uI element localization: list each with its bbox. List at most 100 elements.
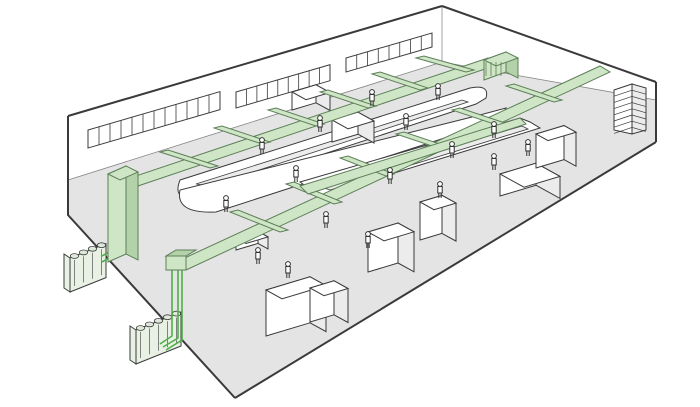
production-machine (330, 111, 376, 144)
worker-figure (437, 181, 443, 198)
back-wall-top-left (67, 5, 443, 117)
coolant-pipe (159, 268, 173, 345)
floor-back-line (67, 61, 443, 181)
worker-body (387, 172, 393, 180)
chiller-fan (96, 242, 107, 249)
ahu-front (107, 165, 127, 263)
worker-body (525, 144, 531, 152)
rack-shelf (631, 96, 647, 101)
worker-body (223, 200, 229, 208)
ahu-top (106, 165, 140, 181)
worker-body (437, 186, 443, 194)
hvac-supply-duct (284, 181, 344, 205)
chiller-fan (135, 325, 146, 331)
worker-body (491, 126, 497, 134)
worker-head (369, 89, 375, 95)
chiller-fan (87, 246, 98, 252)
rack-shelf (631, 120, 647, 126)
worker-head (491, 121, 497, 127)
machine-top-face (498, 162, 562, 188)
rack-shelf (613, 120, 633, 128)
worker-head (387, 167, 393, 173)
worker-figure (259, 137, 265, 154)
worker-figures (223, 83, 531, 278)
rack-shelf (613, 102, 633, 109)
chiller-fan (162, 314, 173, 321)
production-machine (498, 162, 562, 200)
worker-body (255, 252, 261, 260)
production-machines (234, 83, 578, 337)
worker-head (259, 137, 265, 143)
rack-shelf (631, 114, 647, 120)
ahu-side (125, 165, 139, 261)
hvac-supply-duct (266, 107, 326, 127)
production-machine (290, 83, 332, 112)
rack-shelf (631, 89, 647, 95)
chiller-side (63, 253, 71, 293)
duct-riser-top (164, 249, 198, 257)
hvac-supply-duct (299, 117, 527, 195)
rack-shelf (631, 127, 647, 132)
worker-figure (223, 195, 229, 212)
chiller-fan (171, 310, 182, 317)
worker-figure (525, 139, 531, 156)
machine-top-face (534, 125, 578, 142)
worker-figure (365, 231, 371, 248)
chiller-fan (69, 253, 80, 259)
worker-head (525, 139, 531, 145)
coolant-pipe (162, 268, 179, 348)
worker-body (317, 120, 323, 128)
storage-rack (613, 83, 647, 135)
machine-top-face (418, 194, 458, 211)
worker-body (293, 170, 299, 178)
worker-figure (449, 141, 455, 158)
worker-head (223, 195, 229, 201)
worker-figure (369, 89, 375, 106)
ahu-top (482, 51, 520, 67)
worker-figure (285, 261, 291, 278)
worker-head (365, 231, 371, 237)
clerestory-window-row (87, 91, 221, 149)
front-floor-edge (234, 141, 657, 399)
clerestory-windows (87, 32, 433, 149)
rack-shelf (613, 96, 633, 103)
chiller-side (129, 325, 137, 365)
rack-shelf (613, 89, 633, 97)
rack-side (631, 83, 647, 135)
rack-shelf (631, 102, 647, 107)
production-machine (418, 194, 458, 242)
rack-shelf (613, 108, 633, 116)
worker-head (491, 153, 497, 159)
hvac-supply-duct (228, 209, 290, 233)
worker-head (403, 113, 409, 119)
outdoor-chiller-unit (63, 242, 107, 293)
chiller-front (69, 242, 107, 293)
worker-head (437, 181, 443, 187)
worker-body (365, 236, 371, 244)
hvac-supply-duct (370, 71, 430, 91)
worker-head (435, 83, 441, 89)
worker-figure (317, 115, 323, 132)
hvac-supply-duct (165, 255, 187, 271)
chiller-fan (78, 249, 89, 256)
air-handling-unit (482, 51, 520, 81)
hvac-supply-duct (504, 83, 564, 103)
chiller-fan (144, 321, 155, 328)
worker-body (403, 118, 409, 126)
outdoor-chiller-unit (129, 310, 182, 365)
worker-head (255, 247, 261, 253)
hvac-supply-duct (212, 125, 272, 145)
chiller-fan (153, 317, 164, 324)
worker-body (259, 142, 265, 150)
worker-body (285, 266, 291, 274)
rack-shelf (631, 108, 647, 114)
air-handling-units (106, 51, 520, 263)
production-machine (366, 222, 416, 273)
worker-body (435, 88, 441, 96)
worker-head (323, 211, 329, 217)
machine-top-face (308, 280, 350, 297)
worker-figure (491, 153, 497, 170)
worker-figure (491, 121, 497, 138)
production-machine (308, 279, 350, 324)
